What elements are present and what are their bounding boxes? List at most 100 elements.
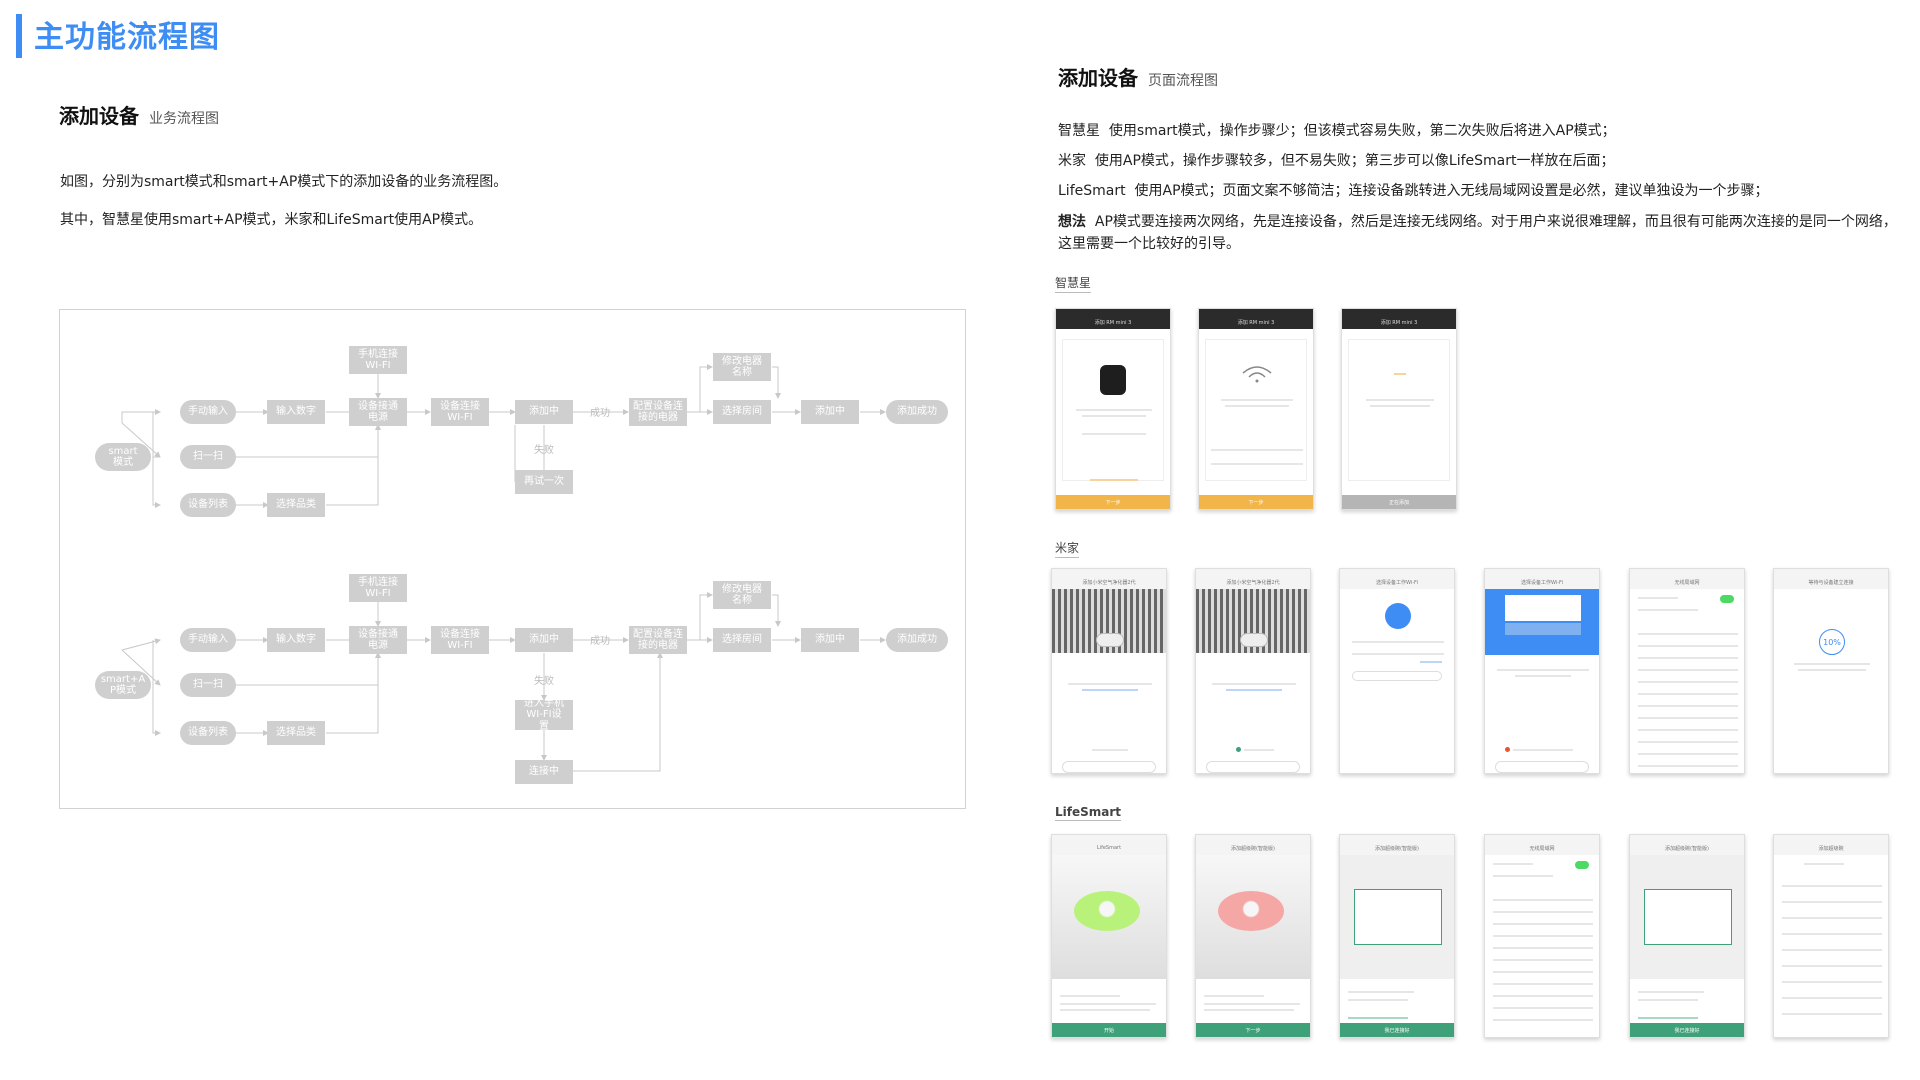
mi-screen-2-title: 添加小米空气净化器2代	[1196, 575, 1310, 589]
node-device-wifi: 设备连接 WI-FI	[431, 398, 489, 426]
zhx-screen-2: 添加 RM mini 3 下一步	[1198, 308, 1314, 510]
wifi-list	[1630, 589, 1744, 773]
wifi-icon	[1239, 359, 1275, 383]
node-scan: 扫一扫	[180, 445, 236, 469]
ls-screen-6: 添加超级碗	[1773, 834, 1889, 1038]
ls-screen-1: LifeSmart 开始	[1051, 834, 1167, 1038]
note-mi: 米家 使用AP模式，操作步骤较多，但不易失败；第三步可以像LifeSmart一样…	[1058, 150, 1615, 172]
node-adding-b: 添加中	[515, 628, 573, 652]
node-adding: 添加中	[515, 400, 573, 424]
zhx-screen-2-next[interactable]: 下一步	[1199, 495, 1313, 509]
right-heading-sub: 页面流程图	[1148, 73, 1218, 89]
ls-screen-3-title: 添加超级碗(智能版)	[1340, 841, 1454, 855]
wifi-toggle-ls[interactable]	[1575, 861, 1589, 869]
note-idea-name: 想法	[1058, 214, 1086, 230]
node-select-room-b: 选择房间	[713, 628, 771, 652]
mi-screen-3: 选择设备工作Wi-Fi	[1339, 568, 1455, 774]
node-add-success: 添加成功	[886, 400, 948, 424]
ls-screen-1-start[interactable]: 开始	[1052, 1023, 1166, 1037]
left-heading-sub: 业务流程图	[149, 111, 219, 127]
ls-screen-3-connected[interactable]: 我已连接好	[1340, 1023, 1454, 1037]
node-smart-mode: smart 模式	[95, 443, 151, 471]
ls-screen-5-connected[interactable]: 我已连接好	[1630, 1023, 1744, 1037]
wifi-list-ls	[1485, 855, 1599, 1037]
left-heading-text: 添加设备	[59, 104, 139, 128]
node-rename-b: 修改电器 名称	[713, 581, 771, 609]
mi-screen-1: 添加小米空气净化器2代	[1051, 568, 1167, 774]
business-flowchart: smart 模式 手动输入 扫一扫 设备列表 输入数字 选择品类 手机连接 WI…	[59, 309, 966, 809]
note-idea: 想法 AP模式要连接两次网络，先是连接设备，然后是连接无线网络。对于用户来说很难…	[1058, 211, 1898, 256]
ls-screen-4-title: 无线局域网	[1485, 841, 1599, 855]
node-adding-2-b: 添加中	[801, 628, 859, 652]
wifi-badge-icon	[1385, 603, 1411, 629]
zhx-screen-1-next[interactable]: 下一步	[1056, 495, 1170, 509]
note-lifesmart-text: 使用AP模式；页面文案不够简洁；连接设备跳转进入无线局域网设置是必然，建议单独设…	[1135, 183, 1769, 199]
device-image	[1100, 365, 1126, 395]
page-title: 主功能流程图	[34, 12, 220, 56]
progress-ring: 10%	[1819, 629, 1845, 655]
note-mi-text: 使用AP模式，操作步骤较多，但不易失败；第三步可以像LifeSmart一样放在后…	[1095, 153, 1615, 169]
mi-screen-3-title: 选择设备工作Wi-Fi	[1340, 575, 1454, 589]
mi-screen-4-title: 选择设备工作Wi-Fi	[1485, 575, 1599, 589]
ls-screen-2-next[interactable]: 下一步	[1196, 1023, 1310, 1037]
group-label-lifesmart: LifeSmart	[1055, 805, 1121, 821]
zhx-screen-3: 添加 RM mini 3 正在添加	[1341, 308, 1457, 510]
right-heading-text: 添加设备	[1058, 66, 1138, 90]
node-retry: 再试一次	[515, 470, 573, 494]
node-select-category-b: 选择品类	[267, 721, 325, 745]
note-zhx: 智慧星 使用smart模式，操作步骤少；但该模式容易失败，第二次失败后将进入AP…	[1058, 120, 1616, 142]
mi-screen-6: 等待与设备建立连接 10%	[1773, 568, 1889, 774]
node-device-wifi-b: 设备连接 WI-FI	[431, 626, 489, 654]
node-config-appliance-b: 配置设备连 接的电器	[629, 626, 687, 654]
ls-screen-5-title: 添加超级碗(智能版)	[1630, 841, 1744, 855]
node-config-appliance: 配置设备连 接的电器	[629, 398, 687, 426]
node-scan-b: 扫一扫	[180, 673, 236, 697]
left-paragraph-2: 其中，智慧星使用smart+AP模式，米家和LifeSmart使用AP模式。	[60, 209, 482, 231]
mi-screen-4: 选择设备工作Wi-Fi	[1484, 568, 1600, 774]
label-success-b: 成功	[590, 632, 610, 647]
mi-screen-5-title: 无线局域网	[1630, 575, 1744, 589]
ls-screen-3: 添加超级碗(智能版) 我已连接好	[1339, 834, 1455, 1038]
right-section-heading: 添加设备页面流程图	[1058, 62, 1218, 91]
node-manual-input: 手动输入	[180, 400, 236, 424]
node-input-number: 输入数字	[267, 400, 325, 424]
left-section-heading: 添加设备业务流程图	[59, 100, 219, 129]
mi-screen-5: 无线局域网	[1629, 568, 1745, 774]
label-success: 成功	[590, 404, 610, 419]
ls-screen-2-title: 添加超级碗(智能版)	[1196, 841, 1310, 855]
ls-screen-4: 无线局域网	[1484, 834, 1600, 1038]
bowl-green-image	[1074, 891, 1140, 931]
zhx-screen-3-adding: 正在添加	[1342, 495, 1456, 509]
bowl-pink-image	[1218, 891, 1284, 931]
node-device-list: 设备列表	[180, 493, 236, 517]
group-label-zhx: 智慧星	[1055, 274, 1091, 293]
node-connecting: 连接中	[515, 760, 573, 784]
note-lifesmart-name: LifeSmart	[1058, 183, 1126, 199]
wifi-scan-list	[1774, 855, 1888, 1037]
note-idea-text: AP模式要连接两次网络，先是连接设备，然后是连接无线网络。对于用户来说很难理解，…	[1058, 214, 1897, 252]
node-power-on: 设备接通 电源	[349, 398, 407, 426]
node-device-list-b: 设备列表	[180, 721, 236, 745]
note-zhx-name: 智慧星	[1058, 123, 1100, 139]
ls-screen-1-title: LifeSmart	[1052, 841, 1166, 855]
ls-screen-6-title: 添加超级碗	[1774, 841, 1888, 855]
node-input-number-b: 输入数字	[267, 628, 325, 652]
zhx-screen-1-title: 添加 RM mini 3	[1056, 315, 1170, 329]
node-phone-wifi: 手机连接 WI-FI	[349, 346, 407, 374]
zhx-screen-1: 添加 RM mini 3 下一步	[1055, 308, 1171, 510]
label-fail: 失败	[534, 441, 554, 456]
node-phone-wifi-settings: 进入手机 WI-FI设 置	[515, 700, 573, 730]
node-add-success-b: 添加成功	[886, 628, 948, 652]
left-paragraph-1: 如图，分别为smart模式和smart+AP模式下的添加设备的业务流程图。	[60, 171, 507, 193]
node-select-room: 选择房间	[713, 400, 771, 424]
node-phone-wifi-b: 手机连接 WI-FI	[349, 574, 407, 602]
node-select-category: 选择品类	[267, 493, 325, 517]
node-smart-ap-mode: smart+A P模式	[95, 671, 151, 699]
label-fail-b: 失败	[534, 672, 554, 687]
ls-screen-5: 添加超级碗(智能版) 我已连接好	[1629, 834, 1745, 1038]
group-label-mi: 米家	[1055, 539, 1079, 558]
note-zhx-text: 使用smart模式，操作步骤少；但该模式容易失败，第二次失败后将进入AP模式；	[1109, 123, 1616, 139]
wifi-toggle[interactable]	[1720, 595, 1734, 603]
node-rename: 修改电器 名称	[713, 353, 771, 381]
node-adding-2: 添加中	[801, 400, 859, 424]
